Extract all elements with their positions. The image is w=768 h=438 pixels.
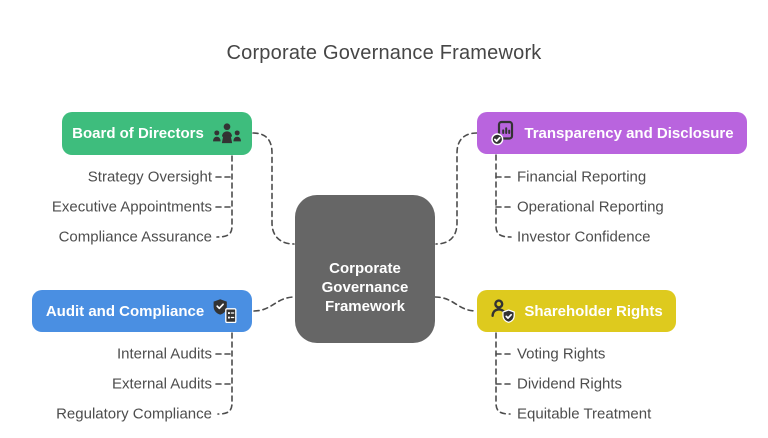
connector-transparency-items [495,154,512,238]
branch-item: Dividend Rights [517,375,623,393]
center-node-line: Framework [324,298,406,315]
center-node-line: Governance [321,279,409,296]
node-label: Transparency and Disclosure [524,124,734,142]
connector-board-to-center [252,132,295,245]
branch-item: External Audits [111,375,212,393]
node-transparency-and-disclosure: Transparency and Disclosure [477,112,747,154]
report-check-icon [491,120,514,146]
branch-item: Operational Reporting [517,198,664,216]
connector-audit-items [217,332,233,415]
connector-shareholder-items [495,332,511,415]
branch-item: Regulatory Compliance [56,405,212,423]
center-node: Corporate Governance Framework [295,195,435,343]
diagram-title: Corporate Governance Framework [226,42,542,64]
branch-item: Internal Audits [116,345,212,363]
person-shield-icon [491,299,516,323]
board-meeting-icon [212,122,241,143]
connector-board-items [216,155,233,238]
branch-item: Strategy Oversight [87,168,212,186]
node-label: Board of Directors [72,125,204,142]
node-shareholder-rights: Shareholder Rights [477,290,676,332]
branch-item: Executive Appointments [51,198,212,216]
node-label: Shareholder Rights [524,302,663,320]
center-node-line: Corporate [329,260,401,277]
connector-shareholder-to-center [434,296,477,312]
node-label: Audit and Compliance [45,302,205,320]
branch-item: Equitable Treatment [517,405,652,423]
branch-item: Financial Reporting [517,168,647,186]
node-board-of-directors: Board of Directors [62,112,252,155]
branch-item: Investor Confidence [517,228,651,246]
branch-item: Compliance Assurance [58,228,212,246]
shield-ledger-icon [213,299,237,324]
node-audit-and-compliance: Audit and Compliance [32,290,252,332]
connector-audit-to-center [253,296,296,312]
connector-transparency-to-center [435,132,478,245]
branch-item: Voting Rights [517,345,606,363]
